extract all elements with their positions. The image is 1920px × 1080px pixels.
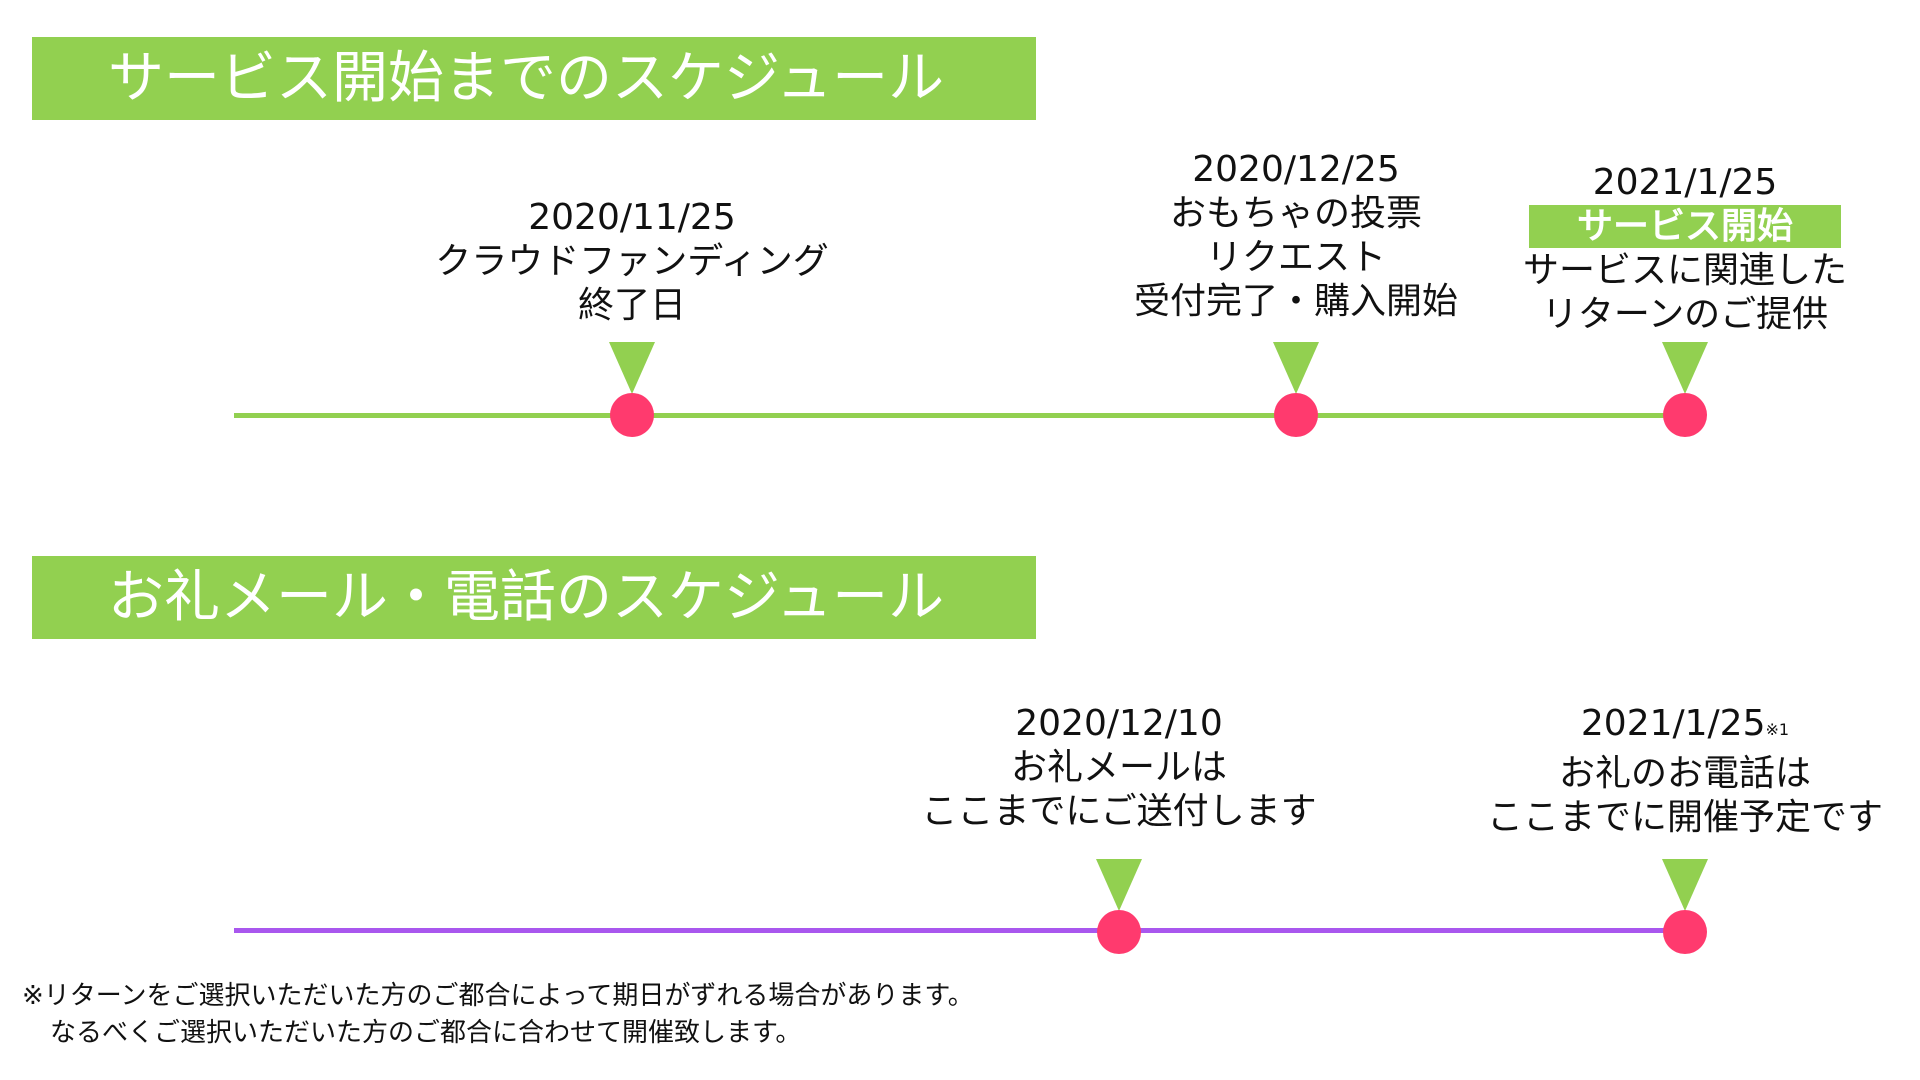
timeline-dot (610, 393, 654, 437)
section1-title: サービス開始までのスケジュール (32, 37, 1036, 120)
marker-arrow-icon (609, 342, 655, 394)
event-text: リターンのご提供 (1541, 294, 1829, 335)
event-date: 2021/1/25 (1592, 162, 1778, 203)
event-text: リクエスト (1205, 237, 1387, 278)
event-5: 2021/1/25※1 お礼のお電話は ここまでに開催予定です (1487, 702, 1883, 840)
event-date: 2020/12/25 (1192, 149, 1400, 190)
event-text: 終了日 (577, 285, 687, 326)
marker-arrow-icon (1662, 342, 1708, 394)
footnote-line-1: ※リターンをご選択いただいた方のご都合によって期日がずれる場合があります。 (22, 981, 974, 1011)
event-1: 2020/11/25 クラウドファンディング 終了日 (435, 196, 828, 328)
timeline-dot (1663, 393, 1707, 437)
event-2: 2020/12/25 おもちゃの投票 リクエスト 受付完了・購入開始 (1134, 148, 1458, 324)
timeline-dot (1274, 393, 1318, 437)
timeline-1 (234, 413, 1685, 418)
footnote-mark: ※1 (1765, 720, 1790, 739)
marker-arrow-icon (1662, 859, 1708, 911)
service-start-badge: サービス開始 (1528, 205, 1841, 248)
section2-title: お礼メール・電話のスケジュール (32, 556, 1036, 639)
footnote: ※リターンをご選択いただいた方のご都合によって期日がずれる場合があります。 なる… (22, 978, 974, 1052)
event-text: ここまでにご送付します (921, 791, 1317, 832)
event-date: 2020/12/10 (1015, 703, 1223, 744)
footnote-line-2: なるべくご選択いただいた方のご都合に合わせて開催致します。 (50, 1018, 802, 1048)
event-text: 受付完了・購入開始 (1133, 281, 1459, 322)
event-text: おもちゃの投票 (1169, 193, 1423, 234)
event-text: お礼メールは (1010, 747, 1227, 788)
timeline-2 (234, 928, 1685, 933)
event-3: 2021/1/25 サービス開始 サービスに関連した リターンのご提供 (1523, 161, 1847, 337)
marker-arrow-icon (1096, 859, 1142, 911)
event-text: ここまでに開催予定です (1486, 797, 1884, 838)
event-4: 2020/12/10 お礼メールは ここまでにご送付します (921, 702, 1316, 834)
event-text: クラウドファンディング (435, 241, 829, 282)
event-text: お礼のお電話は (1558, 753, 1812, 794)
timeline-dot (1097, 910, 1141, 954)
marker-arrow-icon (1273, 342, 1319, 394)
timeline-dot (1663, 910, 1707, 954)
event-date: 2020/11/25 (528, 197, 736, 238)
event-date: 2021/1/25 (1580, 703, 1766, 744)
event-text: サービスに関連した (1522, 250, 1848, 291)
